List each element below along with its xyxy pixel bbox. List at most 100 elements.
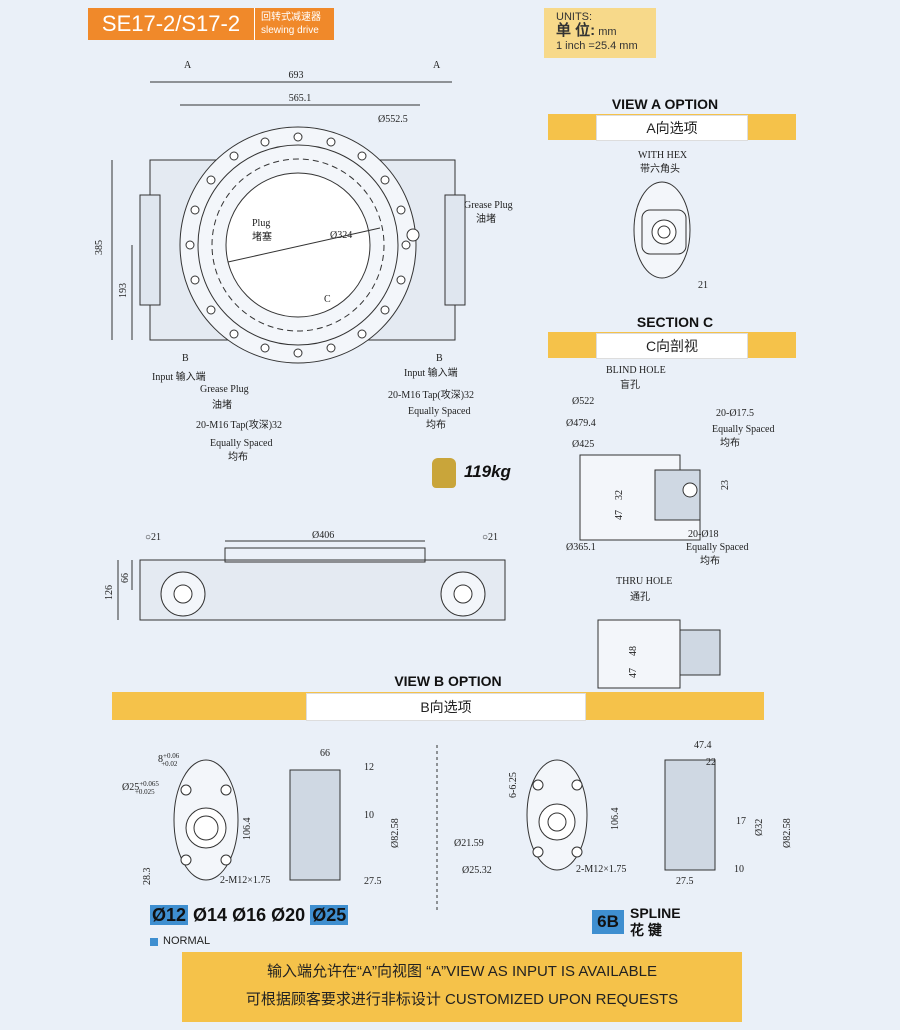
bore-opt-25: Ø25 <box>310 905 349 925</box>
d425: Ø425 <box>572 439 594 450</box>
b-h283: 28.3 <box>142 868 153 886</box>
dim-324: Ø324 <box>330 230 352 241</box>
normal-label: NORMAL <box>163 935 211 947</box>
units-label: UNITS: <box>556 11 593 23</box>
d522: Ø522 <box>572 396 594 407</box>
eq1: Equally Spaced <box>712 424 774 435</box>
section-c-cn: C向剖视 <box>596 333 748 359</box>
holes1: 20-Ø17.5 <box>716 408 754 419</box>
subtitle-cn: 回转式减速器 <box>261 12 321 23</box>
input-left: Input 输入端 <box>152 370 206 383</box>
input-right: Input 输入端 <box>404 366 458 379</box>
thru-cn: 通孔 <box>630 591 650 603</box>
hex-size: 21 <box>698 280 708 291</box>
bore-options: Ø12 Ø14 Ø16 Ø20 Ø25 <box>150 905 349 926</box>
hex-right: ○21 <box>482 532 498 543</box>
grease-en-left: Grease Plug <box>200 384 249 395</box>
footer-line1: 输入端允许在“A”向视图 “A”VIEW AS INPUT IS AVAILAB… <box>266 963 658 980</box>
b-bolts: 2-M12×1.75 <box>220 875 270 886</box>
normal-swatch <box>150 938 158 946</box>
dim-5525: Ø552.5 <box>378 114 408 125</box>
eq1-cn: 均布 <box>720 437 740 449</box>
hex-en: WITH HEX <box>638 150 688 161</box>
grease-cn-left: 油堵 <box>212 398 232 411</box>
blind-cn: 盲孔 <box>620 378 640 391</box>
units-conversion: 1 inch =25.4 mm <box>556 40 638 52</box>
footer-notes: 输入端允许在“A”向视图 “A”VIEW AS INPUT IS AVAILAB… <box>182 952 742 1022</box>
model-title: SE17-2/S17-2 <box>88 8 254 40</box>
b-d12: 12 <box>364 762 374 773</box>
bore-opt-16: Ø16 <box>232 905 267 925</box>
hex-cn: 带六角头 <box>640 163 680 175</box>
d3651: Ø365.1 <box>566 542 596 553</box>
r-bolts: 2-M12×1.75 <box>576 864 626 875</box>
model-subtitle: 回转式减速器 slewing drive <box>254 8 334 40</box>
b-key: 8+0.06+0.02 <box>158 752 180 768</box>
dim-126: 126 <box>104 585 115 600</box>
units-cn: 单 位: <box>556 22 596 39</box>
eq2: Equally Spaced <box>686 542 748 553</box>
units-box: UNITS: 单 位: mm 1 inch =25.4 mm <box>544 8 656 58</box>
tap-left: 20-M16 Tap(攻深)32 <box>196 418 282 431</box>
b-d825: Ø82.58 <box>390 818 401 848</box>
view-a-title: VIEW A OPTION <box>611 96 719 112</box>
dim-5651: 565.1 <box>289 93 312 104</box>
bore-opt-20: Ø20 <box>271 905 306 925</box>
r-d10: 10 <box>734 864 744 875</box>
dim-385: 385 <box>94 240 105 255</box>
dim48: 48 <box>628 646 639 656</box>
subtitle-en: slewing drive <box>261 25 319 36</box>
b-d66: 66 <box>320 748 330 759</box>
eq-cn-right: 均布 <box>426 419 446 431</box>
dim32: 32 <box>614 490 625 500</box>
spline-en: SPLINE <box>630 905 681 921</box>
units-unit: mm <box>598 26 617 38</box>
blind-en: BLIND HOLE <box>606 365 666 376</box>
r-d275: 27.5 <box>676 876 694 887</box>
r-d22: 22 <box>706 757 716 768</box>
tap-right: 20-M16 Tap(攻深)32 <box>388 388 474 401</box>
section-c-title: SECTION C <box>636 314 714 330</box>
r-spline: 6-6.25 <box>508 772 519 798</box>
footer-line2: 可根据顾客要求进行非标设计 CUSTOMIZED UPON REQUESTS <box>245 991 679 1008</box>
eq-right: Equally Spaced <box>408 406 470 417</box>
label-b-left: B <box>182 353 189 364</box>
spline-label: SPLINE 花 键 <box>630 905 681 939</box>
r-d17: 17 <box>736 816 746 827</box>
plug-en: Plug <box>252 218 270 229</box>
weight-value: 119kg <box>464 462 511 481</box>
b-d275: 27.5 <box>364 876 382 887</box>
spline-cn: 花 键 <box>630 922 662 938</box>
eq2-cn: 均布 <box>700 555 720 567</box>
view-b-title: VIEW B OPTION <box>394 673 502 689</box>
label-c: C <box>324 294 331 305</box>
bore-opt-14: Ø14 <box>193 905 228 925</box>
dim47b: 47 <box>628 668 639 678</box>
dim23: 23 <box>720 480 731 490</box>
holes2: 20-Ø18 <box>688 529 719 540</box>
dim-406: Ø406 <box>312 530 334 541</box>
r-h1064: 106.4 <box>610 808 621 831</box>
spline-code: 6B <box>592 910 624 934</box>
eq-left: Equally Spaced <box>210 438 272 449</box>
grease-en-right: Grease Plug <box>464 200 513 211</box>
dim-193: 193 <box>118 283 129 298</box>
r-d825: Ø82.58 <box>782 818 793 848</box>
label-a-right: A <box>433 60 441 71</box>
hex-left: ○21 <box>145 532 161 543</box>
r-d474: 47.4 <box>694 740 712 751</box>
r-d2159: Ø21.59 <box>454 838 484 849</box>
r-d32: Ø32 <box>754 819 765 836</box>
weight-icon <box>432 458 456 488</box>
thru-en: THRU HOLE <box>616 576 672 587</box>
plug-cn: 堵塞 <box>252 230 272 243</box>
dim-693: 693 <box>289 70 304 81</box>
grease-cn-right: 油堵 <box>476 212 496 225</box>
d4794: Ø479.4 <box>566 418 596 429</box>
dim47: 47 <box>614 510 625 520</box>
b-d10: 10 <box>364 810 374 821</box>
eq-cn-left: 均布 <box>228 451 248 463</box>
label-a-left: A <box>184 60 192 71</box>
b-bore: Ø25+0.065+0.025 <box>122 780 159 796</box>
